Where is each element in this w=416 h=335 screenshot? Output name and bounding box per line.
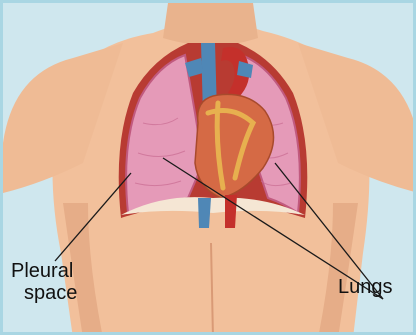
descending-aorta xyxy=(225,195,237,228)
neck xyxy=(163,3,258,46)
lungs-label: Lungs xyxy=(338,276,393,299)
pleural-space-label-line1: Pleural xyxy=(11,260,73,283)
inferior-vena-cava xyxy=(198,198,211,228)
pleural-space-label-line2: space xyxy=(24,282,77,305)
